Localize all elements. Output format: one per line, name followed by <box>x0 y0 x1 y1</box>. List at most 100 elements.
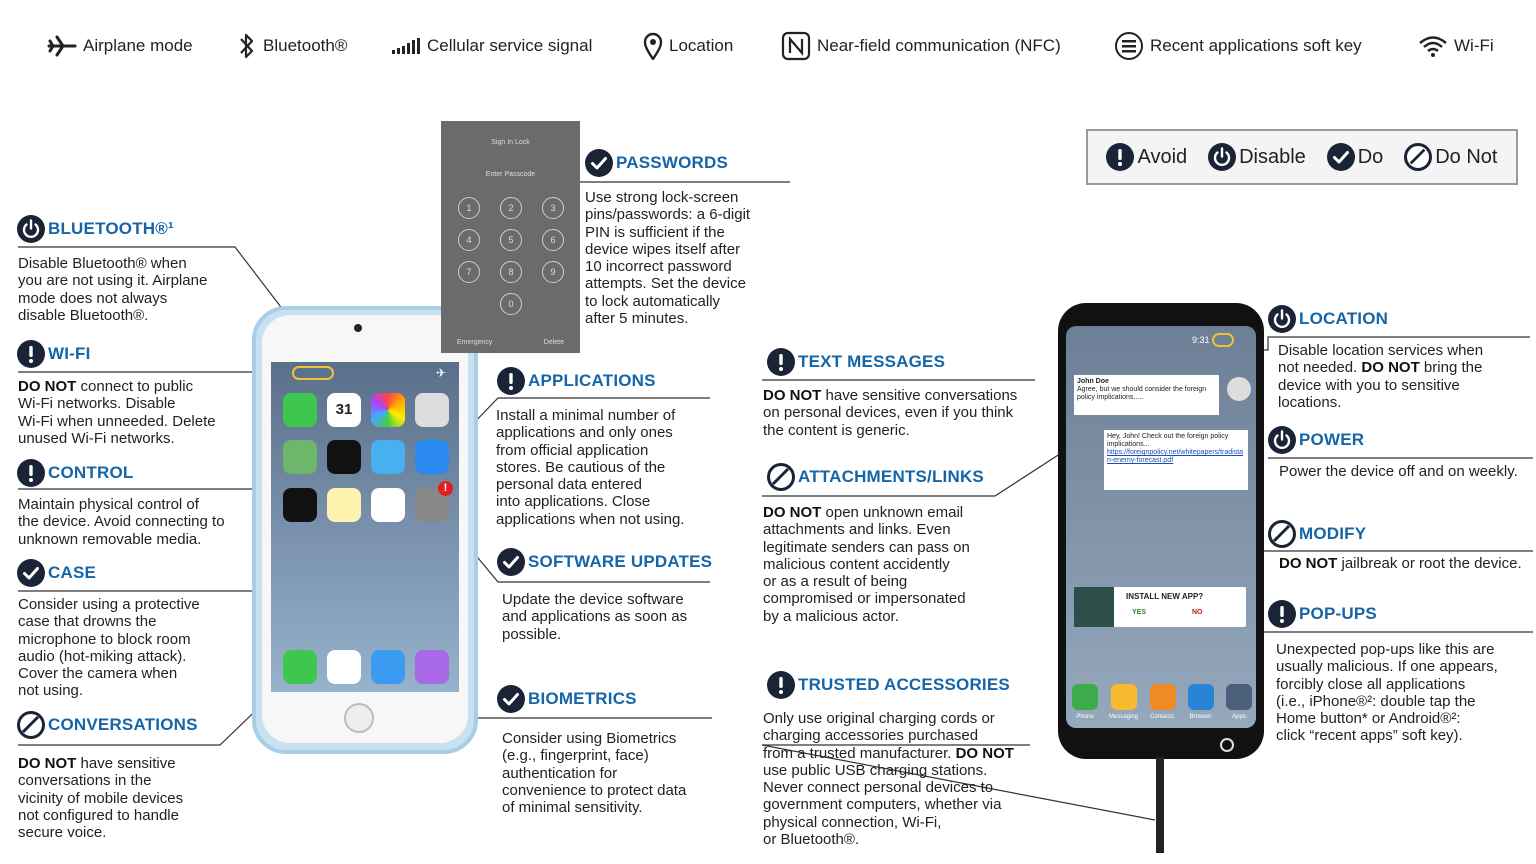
legend-item-airplane: Airplane mode <box>47 30 193 62</box>
photos-app-icon[interactable] <box>371 393 405 427</box>
keypad-key[interactable]: 5 <box>500 229 522 251</box>
popup-no-button[interactable]: NO <box>1192 609 1203 616</box>
body-line: secure voice. <box>18 824 107 842</box>
status-time: 9:31 <box>1192 335 1210 345</box>
body-line: (e.g., fingerprint, face) <box>502 747 649 765</box>
browser-app-icon[interactable] <box>1188 684 1214 710</box>
section-title-popups: POP-UPS <box>1268 600 1377 628</box>
body-line: the device. Avoid connecting to <box>18 513 225 531</box>
body-line: device wipes itself after <box>585 240 741 258</box>
home-button[interactable] <box>344 703 374 733</box>
keypad-key[interactable]: 4 <box>458 229 480 251</box>
body-line: by a malicious actor. <box>763 607 899 625</box>
section-title-location: LOCATION <box>1268 305 1388 333</box>
mail-app-icon[interactable] <box>371 650 405 684</box>
do-icon <box>497 548 525 576</box>
title-text: BLUETOOTH®¹ <box>48 219 174 238</box>
calendar-app-icon[interactable]: 31 <box>327 393 361 427</box>
legend-label: Location <box>669 36 734 55</box>
charging-cable <box>1156 757 1164 853</box>
body-line: of minimal sensitivity. <box>502 799 643 817</box>
youtube-app-icon[interactable] <box>371 488 405 522</box>
favorites-app-icon[interactable] <box>415 650 449 684</box>
keypad-key[interactable]: 3 <box>542 197 564 219</box>
dock-label: Apps <box>1232 714 1246 720</box>
messaging-app-icon[interactable] <box>1111 684 1137 710</box>
body-line: microphone to block room <box>18 630 191 648</box>
wifi-icon <box>1419 36 1447 57</box>
recent-apps-icon[interactable] <box>1220 738 1234 752</box>
keypad-key[interactable]: 1 <box>458 197 480 219</box>
safari-app-icon[interactable] <box>327 650 361 684</box>
body-line: or Bluetooth®. <box>763 831 860 849</box>
body-line: Disable location services when <box>1278 342 1484 359</box>
key-label: Disable <box>1239 145 1306 168</box>
messages-app-icon[interactable] <box>283 393 317 427</box>
keypad-key[interactable]: 7 <box>458 261 480 283</box>
legend-item-cellular: Cellular service signal <box>391 30 592 62</box>
body-line: DO NOT jailbreak or root the device. <box>1279 555 1522 572</box>
camera-app-icon[interactable] <box>415 393 449 427</box>
phone-app-icon[interactable] <box>283 650 317 684</box>
install-popup[interactable]: INSTALL NEW APP? YES NO <box>1074 587 1246 627</box>
apps-drawer-icon[interactable] <box>1226 684 1252 710</box>
keypad-key[interactable]: 6 <box>542 229 564 251</box>
legend-item-bluetooth: Bluetooth® <box>237 30 347 62</box>
delete-button[interactable]: Delete <box>543 339 564 346</box>
lock-title: Sign In Lock <box>491 139 530 146</box>
legend-label: Recent applications soft key <box>1150 36 1362 55</box>
keypad-key[interactable]: 0 <box>500 293 522 315</box>
keypad-key[interactable]: 9 <box>542 261 564 283</box>
alert-badge: ! <box>438 481 453 496</box>
legend-label: Bluetooth® <box>263 36 348 55</box>
keypad-key[interactable]: 8 <box>500 261 522 283</box>
section-title-applications: APPLICATIONS <box>497 367 656 395</box>
sender-name: John Doe <box>1077 378 1109 385</box>
legend-label: Cellular service signal <box>427 36 593 55</box>
body-line: not configured to handle <box>18 806 179 824</box>
location-highlight <box>1212 333 1234 347</box>
body-line: (i.e., iPhone®²: double tap the <box>1276 692 1476 710</box>
notes-app-icon[interactable] <box>327 488 361 522</box>
weather-app-icon[interactable] <box>371 440 405 474</box>
link-message-bubble[interactable]: Hey, John! Check out the foreign policy … <box>1104 430 1248 490</box>
do-not-icon <box>17 711 45 739</box>
body-line: on personal devices, even if you think <box>763 404 1014 422</box>
body-line: pins/passwords: a 6-digit <box>585 206 751 224</box>
body-line: the content is generic. <box>763 421 910 439</box>
clock-app-icon[interactable] <box>327 440 361 474</box>
key-label: Do Not <box>1435 145 1498 168</box>
body-line: you are not using it. Airplane <box>18 272 208 290</box>
emergency-button[interactable]: Emergency <box>457 339 493 346</box>
disable-icon <box>17 215 45 243</box>
nfc-icon <box>781 31 811 61</box>
body-line: Consider using a protective <box>18 596 200 613</box>
body-line: stores. Be cautious of the <box>496 458 666 476</box>
key-do-not: Do Not <box>1404 143 1497 171</box>
contacts-app-icon[interactable] <box>1150 684 1176 710</box>
do-not-icon <box>767 463 795 491</box>
app-store-icon[interactable] <box>415 440 449 474</box>
section-title-wifi: WI-FI <box>17 340 91 368</box>
malicious-link[interactable]: https://foreignpolicy.net/whitepapers/tr… <box>1107 449 1244 464</box>
avoid-icon <box>17 459 45 487</box>
body-line: device with you to sensitive <box>1278 376 1460 394</box>
key-do: Do <box>1326 143 1383 171</box>
maps-app-icon[interactable] <box>283 440 317 474</box>
popup-yes-button[interactable]: YES <box>1132 609 1147 616</box>
stocks-app-icon[interactable] <box>283 488 317 522</box>
phone-app-icon[interactable] <box>1072 684 1098 710</box>
avoid-icon <box>767 671 795 699</box>
body-line: Wi-Fi networks. Disable <box>18 395 176 413</box>
message-bubble[interactable]: John Doe Agree, but we should consider t… <box>1074 375 1219 415</box>
title-text: TEXT MESSAGES <box>798 352 946 371</box>
section-title-control: CONTROL <box>17 459 133 487</box>
section-title-text-messages: TEXT MESSAGES <box>767 348 945 376</box>
keypad-key[interactable]: 2 <box>500 197 522 219</box>
title-text: POP-UPS <box>1299 604 1377 623</box>
